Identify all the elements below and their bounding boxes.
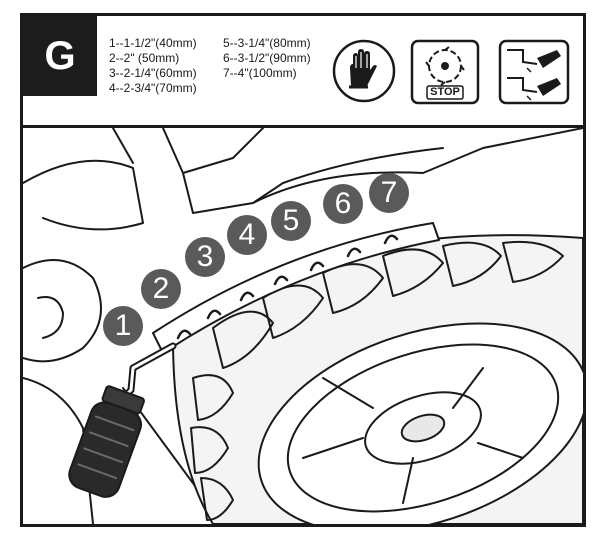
cutting-height-1: 1--1-1/2"(40mm) [109,36,197,50]
blade-stop-icon: STOP [409,38,481,111]
cutting-height-4: 4--2-3/4"(70mm) [109,81,197,95]
stop-label: STOP [430,86,460,98]
panel-header: G 1--1-1/2"(40mm) 2--2" (50mm) 3--2-1/4"… [23,16,583,128]
cutting-height-2: 2--2" (50mm) [109,51,180,65]
position-marker-2: 2 [141,269,181,309]
step-label: G [23,16,97,96]
position-marker-7: 7 [369,173,409,213]
cutting-height-3: 3--2-1/4"(60mm) [109,66,197,80]
position-marker-1: 1 [103,306,143,346]
cutting-height-5: 5--3-1/4"(80mm) [223,36,311,50]
gloves-icon [331,38,397,109]
cutting-height-6: 6--3-1/2"(90mm) [223,51,311,65]
instruction-panel: G 1--1-1/2"(40mm) 2--2" (50mm) 3--2-1/4"… [20,13,586,527]
cutting-height-column-left: 1--1-1/2"(40mm) 2--2" (50mm) 3--2-1/4"(6… [109,36,197,96]
cutting-height-column-right: 5--3-1/4"(80mm) 6--3-1/2"(90mm) 7--4"(10… [223,36,311,81]
step-letter: G [44,33,76,78]
position-marker-5: 5 [271,201,311,241]
position-marker-6: 6 [323,184,363,224]
height-adjuster-illustration [23,128,583,524]
hands-lever-icon [497,38,571,111]
position-marker-4: 4 [227,215,267,255]
cutting-height-7: 7--4"(100mm) [223,66,297,80]
position-marker-3: 3 [185,237,225,277]
